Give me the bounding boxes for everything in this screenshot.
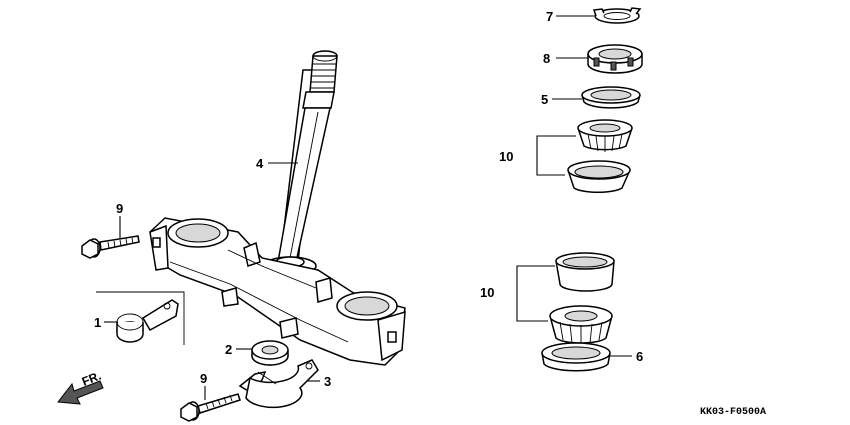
- bearing-set-lower-part-10: 10: [480, 252, 615, 344]
- callout-7: 7: [546, 9, 553, 24]
- callout-10-upper: 10: [499, 149, 513, 164]
- callout-8: 8: [543, 51, 550, 66]
- callout-4: 4: [256, 156, 264, 171]
- callout-1: 1: [94, 315, 101, 330]
- front-label: FR.: [80, 369, 103, 389]
- bearing-set-upper-part-10: 10: [499, 119, 633, 194]
- lock-washer-part-7: 7: [546, 7, 642, 24]
- flange-bolt-upper: 9: [81, 201, 140, 259]
- triple-clamp-lower: [149, 217, 406, 366]
- steering-stem-part-4: [263, 50, 338, 276]
- callout-9-upper: 9: [116, 201, 123, 216]
- handlebar-clamp-part-3: 3: [238, 359, 331, 409]
- rubber-bushing-part-2: 2: [225, 340, 289, 366]
- callout-9-lower: 9: [200, 371, 207, 386]
- flange-bolt-lower: 9: [180, 371, 241, 422]
- front-direction-arrow: FR.: [57, 369, 104, 405]
- handlebar-holder-part-1: 1: [94, 291, 185, 345]
- stem-nut-part-8: 8: [543, 44, 643, 74]
- dust-seal-part-5: 5: [541, 86, 641, 109]
- callout-2: 2: [225, 342, 232, 357]
- callout-6: 6: [636, 349, 643, 364]
- callout-10-lower: 10: [480, 285, 494, 300]
- dust-seal-part-6: 6: [541, 342, 643, 372]
- diagram-code: KK03-F0500A: [700, 407, 766, 418]
- steering-stem-assembly: 4: [149, 50, 406, 366]
- callout-3: 3: [324, 374, 331, 389]
- callout-5: 5: [541, 92, 548, 107]
